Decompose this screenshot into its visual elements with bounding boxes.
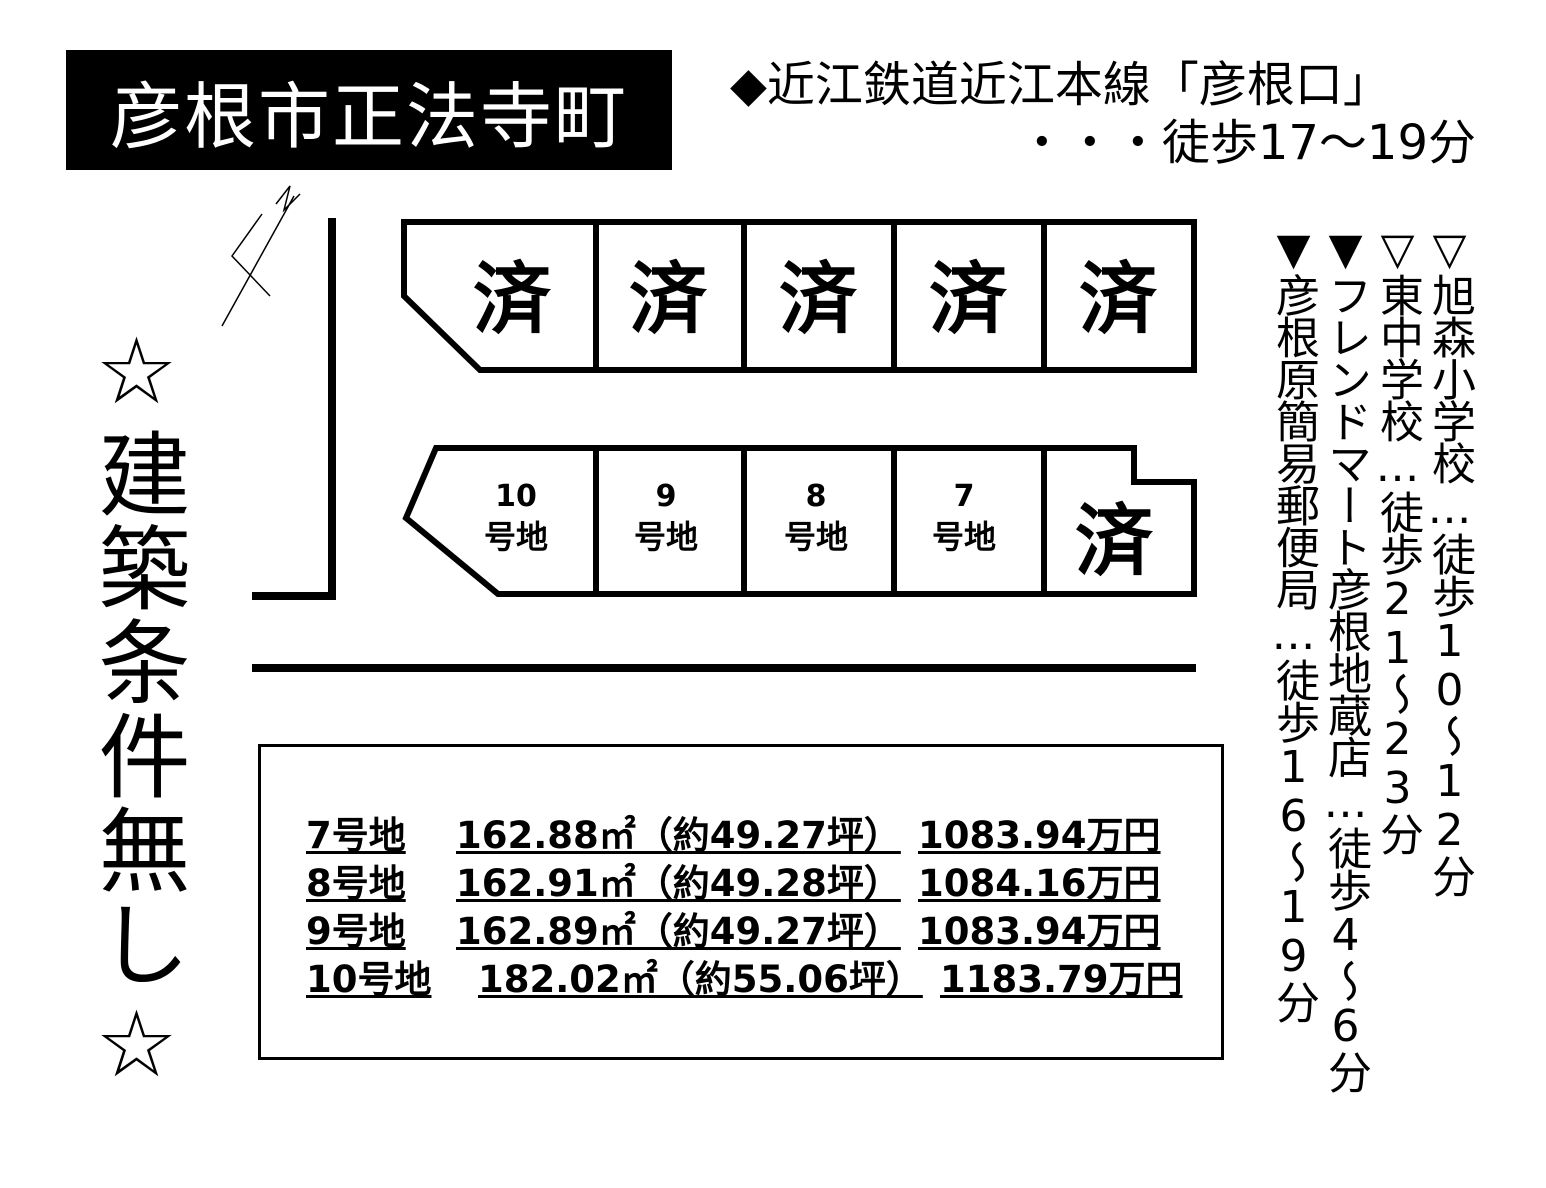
price-row-lot-9: 9号地 162.89㎡（約49.27坪） 1083.94万円 xyxy=(306,908,1183,956)
price-amount: 1083.94万円 xyxy=(918,910,1161,953)
lot-10-label: 号地 xyxy=(484,518,548,556)
price-area: 162.88㎡（約49.27坪） xyxy=(456,814,901,857)
lot-top-5-sold: 済 xyxy=(1079,255,1158,345)
north-arrow-icon xyxy=(221,185,301,327)
page-title: 彦根市正法寺町 xyxy=(66,50,672,170)
price-lot: 10号地 xyxy=(306,958,432,1001)
station-walk: ・・・徒歩17～19分 xyxy=(1017,115,1476,171)
price-lot: 7号地 xyxy=(306,814,406,857)
price-amount: 1084.16万円 xyxy=(918,862,1161,905)
price-table-frame xyxy=(258,744,1224,1060)
lot-9-label: 号地 xyxy=(634,518,698,556)
lot-7-number: 7 xyxy=(954,479,975,514)
price-row-lot-10: 10号地 182.02㎡（約55.06坪） 1183.79万円 xyxy=(306,956,1183,1004)
price-amount: 1183.79万円 xyxy=(940,958,1183,1001)
lot-top-4-sold: 済 xyxy=(929,255,1008,345)
price-row-lot-8: 8号地 162.91㎡（約49.28坪） 1084.16万円 xyxy=(306,860,1183,908)
poi-post-office: ▼彦根原簡易郵便局…徒歩16～19分 xyxy=(1268,224,1319,1022)
station-line: ◆近江鉄道近江本線「彦根口」 xyxy=(730,57,1391,113)
station-info: ◆近江鉄道近江本線「彦根口」 ・・・徒歩17～19分 xyxy=(730,56,1490,172)
building-condition: ☆建築条件無し☆ xyxy=(83,318,190,1100)
price-area: 182.02㎡（約55.06坪） xyxy=(478,958,923,1001)
block-top xyxy=(401,219,1197,373)
lot-10-number: 10 xyxy=(495,479,537,514)
price-lot: 9号地 xyxy=(306,910,406,953)
block-bottom xyxy=(402,445,1197,597)
price-area: 162.91㎡（約49.28坪） xyxy=(456,862,901,905)
lot-bottom-sold: 済 xyxy=(1075,497,1154,587)
lot-9-number: 9 xyxy=(656,479,677,514)
lot-8-label: 号地 xyxy=(784,518,848,556)
lot-8-number: 8 xyxy=(806,479,827,514)
road-west xyxy=(252,218,336,600)
price-lot: 8号地 xyxy=(306,862,406,905)
poi-elementary-school: ▽旭森小学校…徒歩10～12分 xyxy=(1424,224,1475,896)
lot-top-2-sold: 済 xyxy=(629,255,708,345)
lot-7-label: 号地 xyxy=(932,518,996,556)
lot-top-1-sold: 済 xyxy=(473,255,552,345)
price-row-lot-7: 7号地 162.88㎡（約49.27坪） 1083.94万円 xyxy=(306,812,1183,860)
poi-junior-high-school: ▽東中学校…徒歩21～23分 xyxy=(1372,224,1423,854)
price-table: 7号地 162.88㎡（約49.27坪） 1083.94万円 8号地 162.9… xyxy=(306,812,1183,1004)
poi-supermarket: ▼フレンドマート彦根地蔵店…徒歩4～6分 xyxy=(1320,224,1371,1092)
price-area: 162.89㎡（約49.27坪） xyxy=(456,910,901,953)
price-amount: 1083.94万円 xyxy=(918,814,1161,857)
roads xyxy=(252,218,1196,672)
lot-top-3-sold: 済 xyxy=(779,255,858,345)
